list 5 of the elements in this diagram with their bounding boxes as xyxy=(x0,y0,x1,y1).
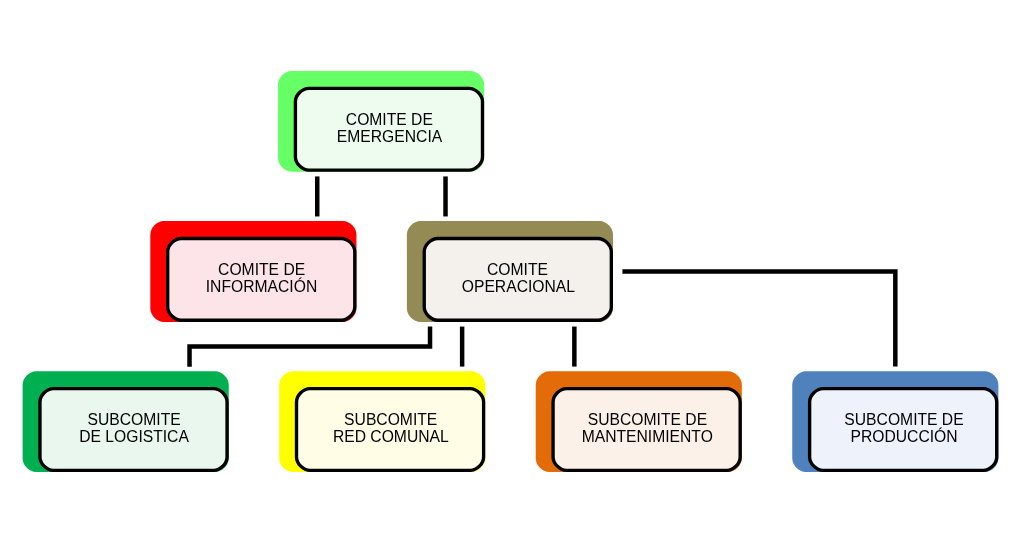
connector xyxy=(459,326,465,367)
connector xyxy=(572,326,577,367)
connector xyxy=(315,176,320,217)
connector xyxy=(443,176,448,217)
connector xyxy=(622,269,898,367)
